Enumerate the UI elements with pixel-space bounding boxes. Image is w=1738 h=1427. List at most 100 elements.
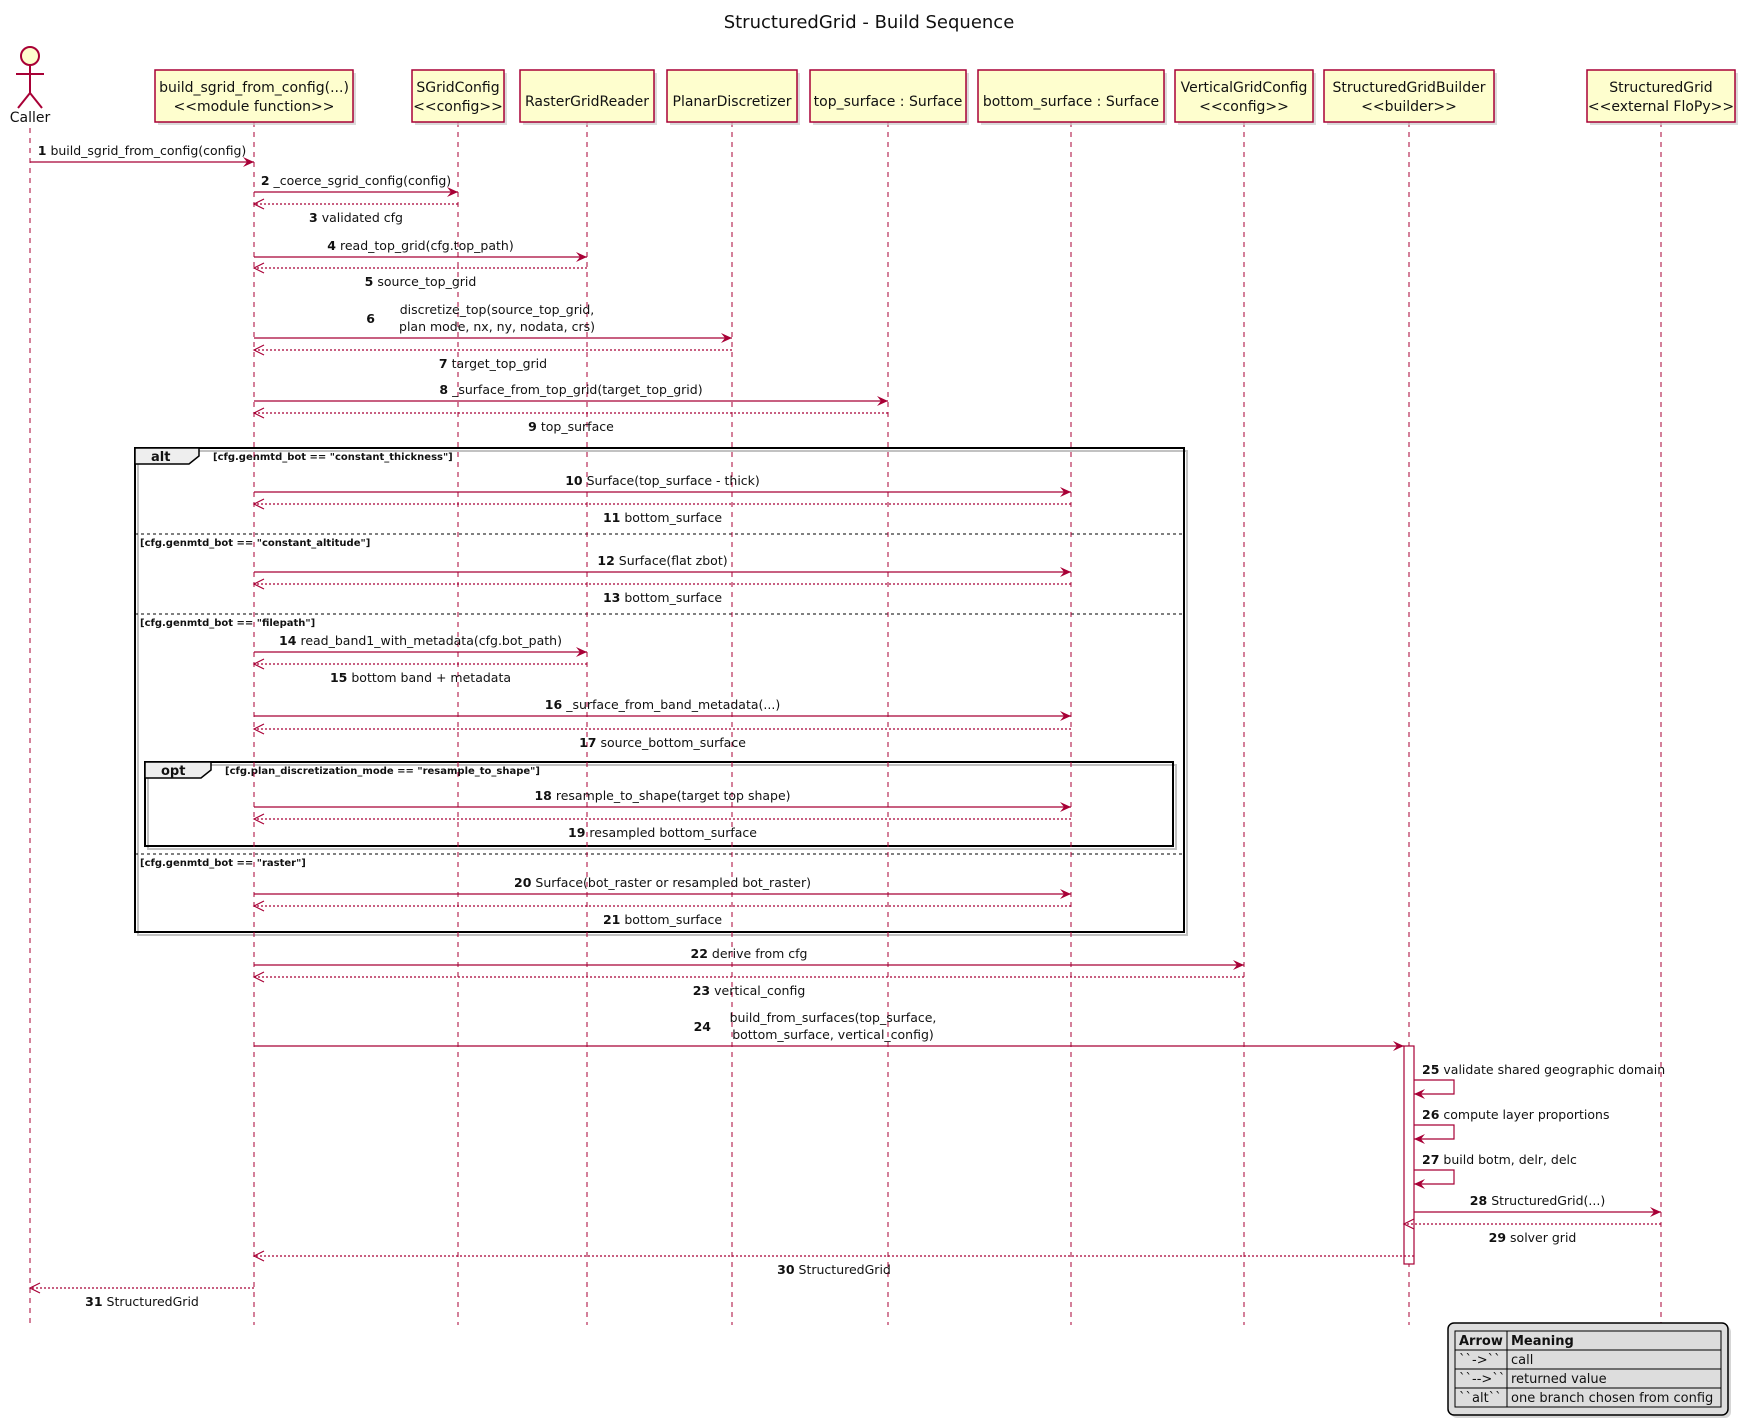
message-16: 16_surface_from_band_metadata(...) — [254, 697, 1071, 721]
participant-sgridconfig: SGridConfig <<config>> — [411, 69, 507, 125]
arrow-head — [1650, 1207, 1661, 1217]
participant-caller: Caller — [10, 46, 51, 126]
activation-bar-builder — [1403, 1045, 1415, 1265]
participant-label: <<builder>> — [1361, 99, 1457, 115]
participant-label: VerticalGridConfig — [1181, 80, 1308, 96]
participant-label: StructuredGridBuilder — [1333, 80, 1486, 96]
message-label: 16_surface_from_band_metadata(...) — [545, 697, 780, 712]
activation-layer — [1403, 1045, 1415, 1265]
message-8: 8_surface_from_top_grid(target_top_grid) — [254, 382, 888, 406]
arrow-head — [252, 900, 265, 912]
legend-cell-arrow: ``alt`` — [1459, 1391, 1502, 1406]
arrow-head — [252, 1250, 265, 1262]
legend-cell-meaning: call — [1511, 1353, 1533, 1368]
arrow-head — [252, 723, 265, 735]
arrow-head — [1060, 487, 1071, 497]
fragment-guard: [cfg.plan_discretization_mode == "resamp… — [225, 766, 540, 777]
arrow-head — [576, 647, 587, 657]
legend-cell-arrow: ``->`` — [1459, 1353, 1501, 1368]
arrow-head — [447, 187, 458, 197]
arrow-head — [1060, 889, 1071, 899]
arrow-head — [877, 396, 888, 406]
message-number: 6 — [366, 311, 375, 326]
participant-label: <<config>> — [1199, 99, 1289, 115]
participant-label: Caller — [10, 110, 51, 126]
message-label: plan mode, nx, ny, nodata, crs) — [399, 319, 595, 334]
participant-label: build_sgrid_from_config(...) — [159, 80, 349, 96]
message-label: 8_surface_from_top_grid(target_top_grid) — [439, 382, 702, 397]
participant-label: SGridConfig — [416, 80, 499, 96]
fragment-guard: [cfg.genmtd_bot == "filepath"] — [140, 618, 315, 629]
fragment-layer: alt[cfg.genmtd_bot == "constant_thicknes… — [134, 447, 1188, 936]
lifeline-layer — [29, 122, 1662, 1325]
arrow-head — [1414, 1089, 1425, 1099]
arrow-head — [252, 813, 265, 825]
message-line — [1414, 1169, 1455, 1185]
participant-layer: Caller build_sgrid_from_config(...) <<modu… — [10, 46, 1738, 126]
arrow-head — [252, 407, 265, 419]
message-line — [1414, 1079, 1455, 1095]
fragment-keyword: opt — [161, 764, 185, 779]
fragment-opt: opt [cfg.plan_discretization_mode == "res… — [144, 761, 1177, 850]
participant-label: <<config>> — [413, 99, 503, 115]
arrow-head — [252, 658, 265, 670]
fragment-keyword: alt — [151, 450, 170, 465]
participant-label: <<module function>> — [173, 99, 334, 115]
arrow-head — [243, 157, 254, 167]
arrow-head — [252, 344, 265, 356]
arrow-head — [252, 578, 265, 590]
fragment-alt: alt[cfg.genmtd_bot == "constant_thicknes… — [134, 447, 1188, 936]
participant-label: StructuredGrid — [1609, 80, 1712, 96]
actor-icon — [16, 46, 44, 109]
participant-grid: StructuredGrid<<external FloPy>> — [1586, 69, 1738, 125]
participant-label: PlanarDiscretizer — [673, 94, 792, 110]
participant-builder: StructuredGridBuilder <<builder>> — [1323, 69, 1497, 125]
message-number: 24 — [694, 1019, 712, 1034]
legend-header: Arrow — [1459, 1334, 1503, 1349]
arrow-head — [576, 252, 587, 262]
arrow-head — [1060, 567, 1071, 577]
legend-header: Meaning — [1511, 1334, 1574, 1349]
participant-label: top_surface : Surface — [814, 94, 963, 110]
